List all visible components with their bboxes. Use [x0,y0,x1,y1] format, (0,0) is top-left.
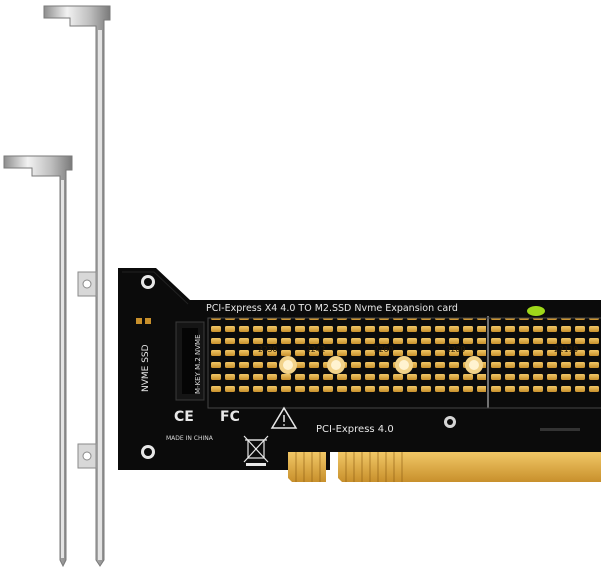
gold-fingers [288,436,601,482]
pcb-board [118,268,601,470]
full-height-bracket [43,5,111,567]
bracket-tab-bottom [77,443,97,469]
nvme-ssd-vertical-label: NVME SSD [141,344,151,392]
m2-slot-label: M-KEY M.2 NVME [194,334,202,394]
weee-bin-icon [243,435,269,466]
ce-mark: CE [174,409,194,425]
pcie-40-label: PCI-Express 4.0 [316,424,394,435]
low-profile-bracket [3,155,97,568]
m2-slot [175,321,205,401]
bracket-tab-top [77,271,97,297]
trace-marks [540,428,580,431]
size-label-2260: 2260 [374,345,393,354]
status-led [527,306,545,316]
fc-mark: FC [220,409,240,425]
warning-triangle-icon [270,406,298,429]
standoff-holes [279,356,483,374]
size-label-2242: 2242 [306,345,325,354]
board-title-label: PCI-Express X4 4.0 TO M2.SSD Nvme Expans… [206,303,458,314]
size-label-2280: 2280 [446,345,465,354]
screw-hole-right [444,416,456,428]
size-label-2230: 2230 [258,345,277,354]
size-label-22110: 22110 [554,345,578,354]
made-in-china-label: MADE IN CHINA [166,435,214,442]
